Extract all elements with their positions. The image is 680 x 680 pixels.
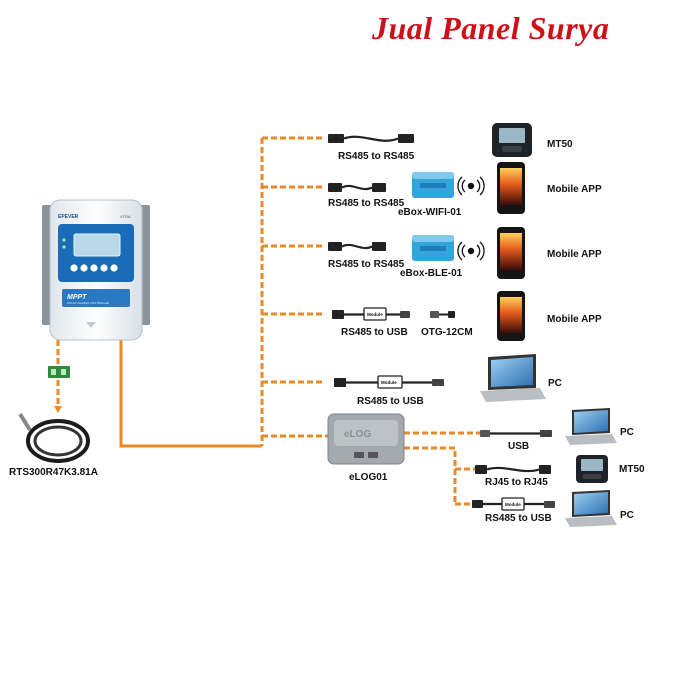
elog-top-face [334, 420, 398, 446]
controller-button-5 [110, 264, 118, 272]
sensor-cable-coil [26, 419, 90, 463]
bluetooth-signal-icon [457, 241, 485, 261]
cable-label: RS485 to RS485 [338, 151, 415, 162]
cable-label: RS485 to USB [357, 396, 424, 407]
sensor-arrow-icon [54, 406, 62, 413]
elog-branch-rj45-mt50: RJ45 to RJ45 MT50 [475, 455, 645, 488]
controller-led-1 [62, 238, 66, 242]
mt50-display-icon [576, 455, 608, 483]
brand-word-2: Panel [441, 10, 521, 46]
branch-wifi: RS485 to RS485 eBox-WIFI-01 Mobile APP [328, 162, 602, 218]
mt50-display-icon [492, 123, 532, 157]
laptop-icon [565, 490, 617, 527]
elog-branch-usb-pc: USB PC [480, 408, 634, 452]
controller-button-2 [80, 264, 88, 272]
rs485-usb-cable-icon: Module [334, 375, 444, 389]
device-label: MT50 [619, 464, 645, 475]
rs485-cable-icon [328, 183, 386, 192]
ebox-ble-icon [412, 235, 454, 261]
adapter-label: eBox-BLE-01 [400, 268, 463, 279]
device-label: Mobile APP [547, 184, 602, 195]
device-label: PC [620, 510, 634, 521]
cable-label: RS485 to RS485 [328, 198, 405, 209]
cable-label: RS485 to USB [485, 513, 552, 524]
rs485-usb-cable-icon: Module [472, 497, 555, 511]
module-text: Module [367, 312, 383, 317]
controller-bottom-notch [86, 322, 96, 328]
laptop-icon [565, 408, 617, 445]
module-text: Module [505, 502, 521, 507]
wireless-signal-icon [457, 176, 485, 196]
adapter-label: OTG-12CM [421, 327, 473, 338]
controller-button-1 [70, 264, 78, 272]
smartphone-icon [497, 162, 525, 214]
branch-otg: Module RS485 to USB OTG-12CM Mobile APP [332, 291, 602, 341]
device-label: MT50 [547, 139, 573, 150]
elog-port-2 [368, 452, 378, 458]
elog01-logger: eLOG eLOG01 [327, 413, 405, 483]
elog-branch-vertical [404, 446, 457, 504]
wire-network [56, 136, 480, 506]
elog-label: eLOG01 [349, 472, 388, 483]
branch-pc: Module RS485 to USB PC [334, 354, 562, 407]
otg-adapter-icon [430, 311, 455, 318]
sensor-terminal-slot-1 [51, 369, 56, 375]
controller-led-2 [62, 245, 66, 249]
mppt-controller: EPEVER XTRA MPPT SOLAR CHARGE CONTROLLER [42, 199, 150, 341]
brand-word-3: Surya [528, 10, 610, 46]
controller-label-strip [62, 289, 130, 307]
elog-branch-rs485-pc: Module RS485 to USB PC [472, 490, 634, 527]
temperature-sensor: RTS300R47K3.81A [9, 366, 98, 478]
rs485-usb-cable-icon: Module [332, 307, 410, 321]
controller-lcd-screen [73, 233, 121, 257]
sensor-cable-coil-inner [33, 425, 83, 457]
brand-watermark: Jual Panel Surya [372, 10, 672, 50]
ebox-wifi-icon [412, 172, 454, 198]
controller-subtitle: SOLAR CHARGE CONTROLLER [67, 301, 109, 305]
usb-cable-icon [480, 430, 552, 437]
sensor-label: RTS300R47K3.81A [9, 467, 98, 478]
rj45-cable-icon [475, 465, 551, 474]
controller-trunk-wire [119, 334, 262, 448]
laptop-icon [480, 354, 546, 402]
device-label: Mobile APP [547, 314, 602, 325]
cable-label: RJ45 to RJ45 [485, 477, 548, 488]
cable-label: RS485 to RS485 [328, 259, 405, 270]
brand-word-1: Jual [372, 10, 433, 46]
device-label: Mobile APP [547, 249, 602, 260]
rs485-cable-icon [328, 134, 414, 143]
branch-ble: RS485 to RS485 eBox-BLE-01 Mobile APP [328, 227, 602, 279]
controller-button-4 [100, 264, 108, 272]
controller-model: XTRA [120, 214, 131, 219]
device-label: PC [548, 378, 562, 389]
sensor-terminal-slot-2 [61, 369, 66, 375]
module-text: Module [381, 380, 397, 385]
device-label: PC [620, 427, 634, 438]
controller-brand-mark: EPEVER [58, 214, 79, 220]
branch-mt50: RS485 to RS485 MT50 [328, 123, 573, 162]
rs485-cable-icon [328, 242, 386, 251]
elog-mark: eLOG [344, 429, 371, 440]
smartphone-icon [497, 227, 525, 279]
cable-label: USB [508, 441, 529, 452]
adapter-label: eBox-WIFI-01 [398, 207, 462, 218]
controller-title: MPPT [67, 294, 87, 301]
cable-label: RS485 to USB [341, 327, 408, 338]
sensor-probe [18, 412, 32, 432]
elog-port [354, 452, 364, 458]
controller-button-3 [90, 264, 98, 272]
smartphone-icon [497, 291, 525, 341]
